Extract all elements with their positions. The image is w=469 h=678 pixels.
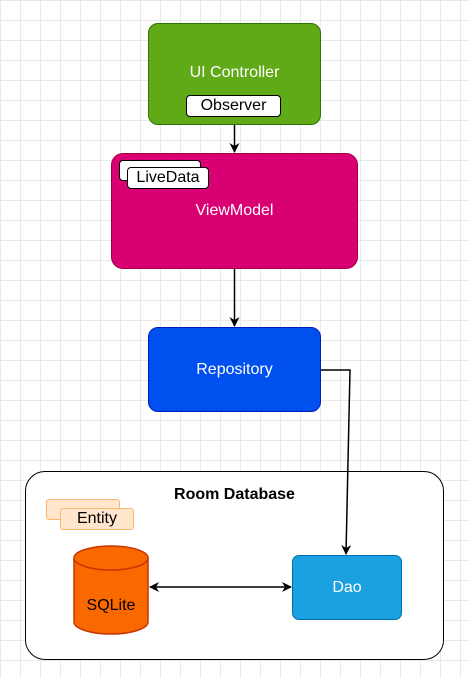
observer-box[interactable]: Observer — [186, 95, 281, 117]
livedata-label: LiveData — [136, 169, 200, 186]
viewmodel-label: ViewModel — [195, 202, 274, 219]
edge-repository-to-dao — [321, 369, 352, 555]
livedata-box[interactable]: LiveData — [127, 167, 209, 189]
repository-label: Repository — [196, 360, 273, 378]
sqlite-cylinder[interactable] — [73, 545, 151, 637]
dao-node[interactable]: Dao — [292, 555, 402, 620]
dao-label: Dao — [332, 578, 362, 596]
entity-box[interactable]: Entity — [60, 508, 134, 530]
room-database-label: Room Database — [174, 486, 295, 503]
viewmodel-node[interactable]: ViewModel — [111, 153, 358, 269]
repository-node[interactable]: Repository — [148, 327, 321, 412]
ui-controller-label: UI Controller — [189, 64, 280, 81]
entity-label: Entity — [76, 510, 117, 527]
sqlite-label: SQLite — [86, 597, 136, 614]
observer-label: Observer — [200, 97, 267, 114]
